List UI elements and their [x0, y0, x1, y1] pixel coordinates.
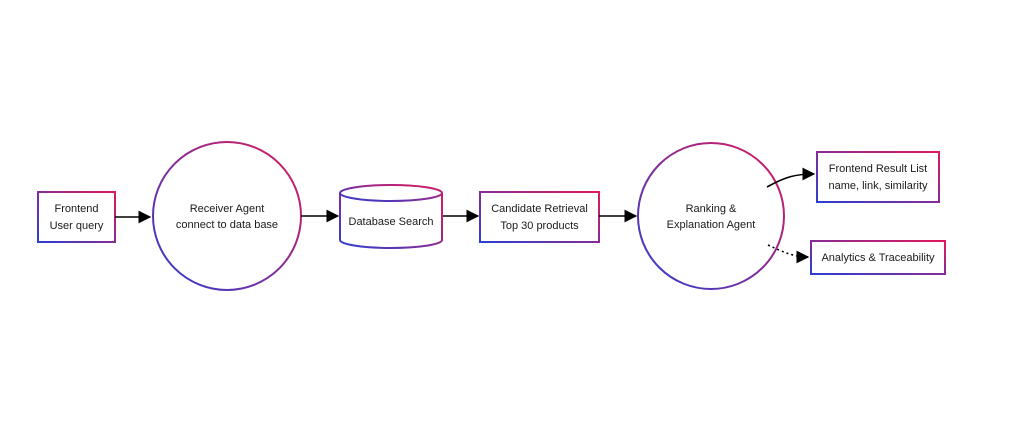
candidate-retrieval-node: Candidate Retrieval Top 30 products [479, 191, 600, 243]
result-list-label-1: Frontend Result List [829, 163, 927, 175]
analytics-box [810, 240, 946, 275]
frontend-query-label-2: User query [50, 220, 104, 232]
frontend-query-node: Frontend User query [37, 191, 116, 243]
ranking-agent-circle [637, 142, 785, 290]
receiver-agent-node: Receiver Agent connect to data base [152, 141, 302, 291]
receiver-agent-label-2: connect to data base [176, 219, 278, 231]
analytics-node: Analytics & Traceability [810, 240, 946, 275]
candidate-retrieval-label-1: Candidate Retrieval [491, 203, 588, 215]
result-list-box [816, 151, 940, 203]
result-list-node: Frontend Result List name, link, similar… [816, 151, 940, 203]
edge-ranking-to-result-list [766, 167, 816, 188]
database-cylinder-body [339, 193, 443, 249]
candidate-retrieval-label-2: Top 30 products [500, 220, 579, 232]
ranking-agent-label-1: Ranking & [686, 203, 737, 215]
database-search-node: Database Search [339, 184, 443, 249]
candidate-retrieval-box [479, 191, 600, 243]
frontend-query-box [37, 191, 116, 243]
receiver-agent-circle [152, 141, 302, 291]
frontend-query-label-1: Frontend [54, 203, 98, 215]
ranking-agent-node: Ranking & Explanation Agent [637, 142, 785, 290]
database-cylinder-top [339, 184, 443, 202]
result-list-label-2: name, link, similarity [828, 180, 928, 192]
receiver-agent-label-1: Receiver Agent [190, 203, 265, 215]
ranking-agent-label-2: Explanation Agent [667, 219, 756, 231]
analytics-label: Analytics & Traceability [821, 252, 935, 264]
database-search-label: Database Search [349, 216, 434, 228]
